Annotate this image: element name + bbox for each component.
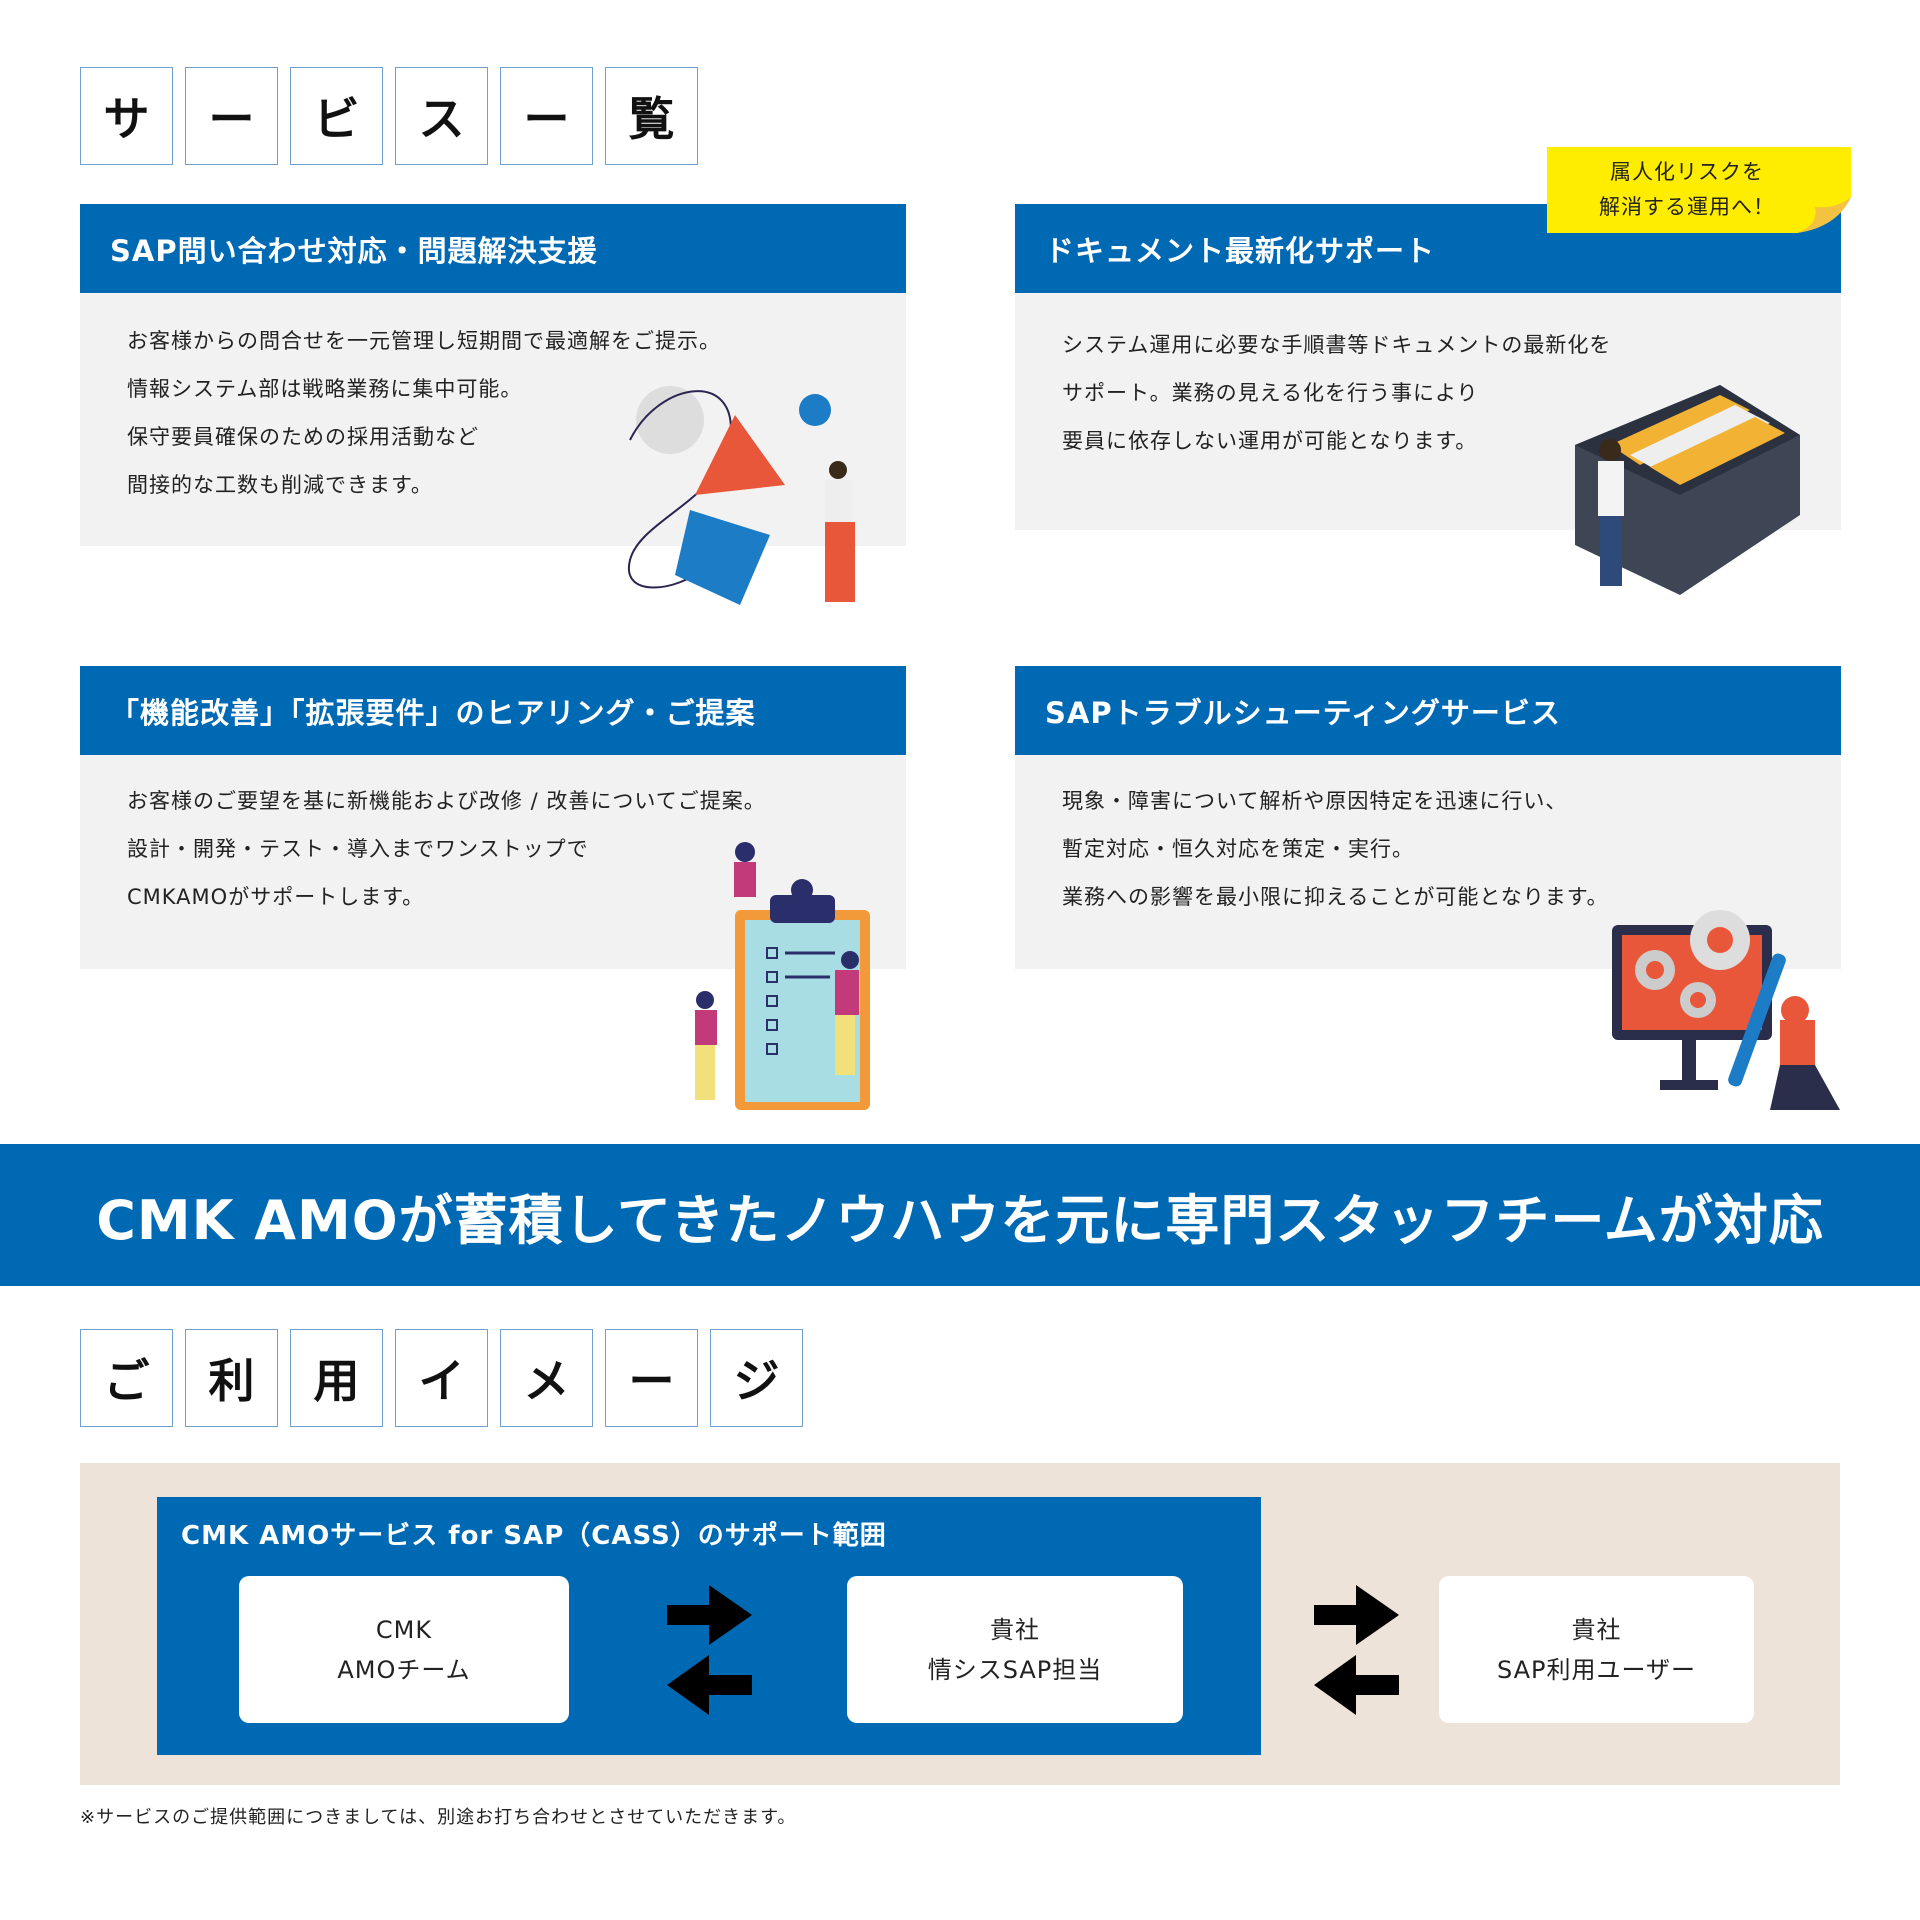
cmk-amo-team-box: CMK AMOチーム [239, 1576, 569, 1723]
title-char: 利 [185, 1329, 278, 1427]
card-text: CMKAMOがサポートします。 [127, 885, 425, 909]
card-text: 間接的な工数も削減できます。 [127, 473, 433, 497]
title-char: メ [500, 1329, 593, 1427]
card-text: 業務への影響を最小限に抑えることが可能となります。 [1062, 885, 1609, 909]
card-text: システム運用に必要な手順書等ドキュメントの最新化を [1062, 333, 1612, 357]
footnote: ※サービスのご提供範囲につきましては、別途お打ち合わせとさせていただきます。 [80, 1807, 797, 1828]
title-char: ー [500, 67, 593, 165]
title-char: イ [395, 1329, 488, 1427]
title-char: ビ [290, 67, 383, 165]
card-text: お客様のご要望を基に新機能および改修 / 改善についてご提案。 [127, 789, 766, 813]
box-line: 情シスSAP担当 [927, 1655, 1103, 1684]
support-scope-label: CMK AMOサービス for SAP（CASS）のサポート範囲 [181, 1521, 887, 1551]
sticky-note-badge: 属人化リスクを 解消する運用へ！ [1547, 147, 1851, 233]
sticky-line-2: 解消する運用へ！ [1599, 195, 1775, 219]
card-text: 情報システム部は戦略業務に集中可能。 [127, 377, 523, 401]
bidirectional-arrows-icon [1314, 1585, 1399, 1715]
card-text: 要員に依存しない運用が可能となります。 [1062, 429, 1478, 453]
title-char: 用 [290, 1329, 383, 1427]
title-char: 覧 [605, 67, 698, 165]
card-title: SAP問い合わせ対応・問題解決支援 [80, 204, 906, 293]
client-sap-user-box: 貴社 SAP利用ユーザー [1439, 1576, 1754, 1723]
box-line: 貴社 [990, 1615, 1040, 1644]
service-card-inquiry: SAP問い合わせ対応・問題解決支援 お客様からの問合せを一元管理し短期間で最適解… [80, 204, 906, 546]
usage-image-title: ご 利 用 イ メ ー ジ [80, 1329, 803, 1427]
title-char: サ [80, 67, 173, 165]
title-char: ご [80, 1329, 173, 1427]
client-it-sap-box: 貴社 情シスSAP担当 [847, 1576, 1183, 1723]
bidirectional-arrows-icon [667, 1585, 752, 1715]
card-text: 暫定対応・恒久対応を策定・実行。 [1062, 837, 1414, 861]
box-line: 貴社 [1571, 1615, 1622, 1644]
service-list-title: サ ー ビ ス ー 覧 [80, 67, 698, 165]
card-text: サポート。業務の見える化を行う事により [1062, 381, 1479, 405]
box-line: CMK [375, 1615, 433, 1644]
sticky-line-1: 属人化リスクを [1610, 160, 1764, 184]
card-text: お客様からの問合せを一元管理し短期間で最適解をご提示。 [127, 329, 721, 353]
title-char: ー [605, 1329, 698, 1427]
card-text: 保守要員確保のための採用活動など [127, 425, 479, 449]
card-title: 「機能改善」「拡張要件」のヒアリング・ご提案 [80, 666, 906, 755]
box-line: SAP利用ユーザー [1496, 1655, 1697, 1684]
title-char: ー [185, 67, 278, 165]
card-title: SAPトラブルシューティングサービス [1015, 666, 1841, 755]
checklist-illustration [695, 842, 870, 1110]
box-line: AMOチーム [337, 1655, 471, 1684]
title-char: ス [395, 67, 488, 165]
card-text: 現象・障害について解析や原因特定を迅速に行い、 [1062, 789, 1568, 813]
card-text: 設計・開発・テスト・導入までワンストップで [127, 837, 589, 861]
title-char: ジ [710, 1329, 803, 1427]
tagline-banner: CMK AMOが蓄積してきたノウハウを元に専門スタッフチームが対応 [0, 1144, 1920, 1286]
problem-solving-illustration [627, 386, 855, 605]
troubleshooting-gears-illustration [1612, 910, 1840, 1110]
file-cabinet-illustration [1575, 385, 1800, 595]
